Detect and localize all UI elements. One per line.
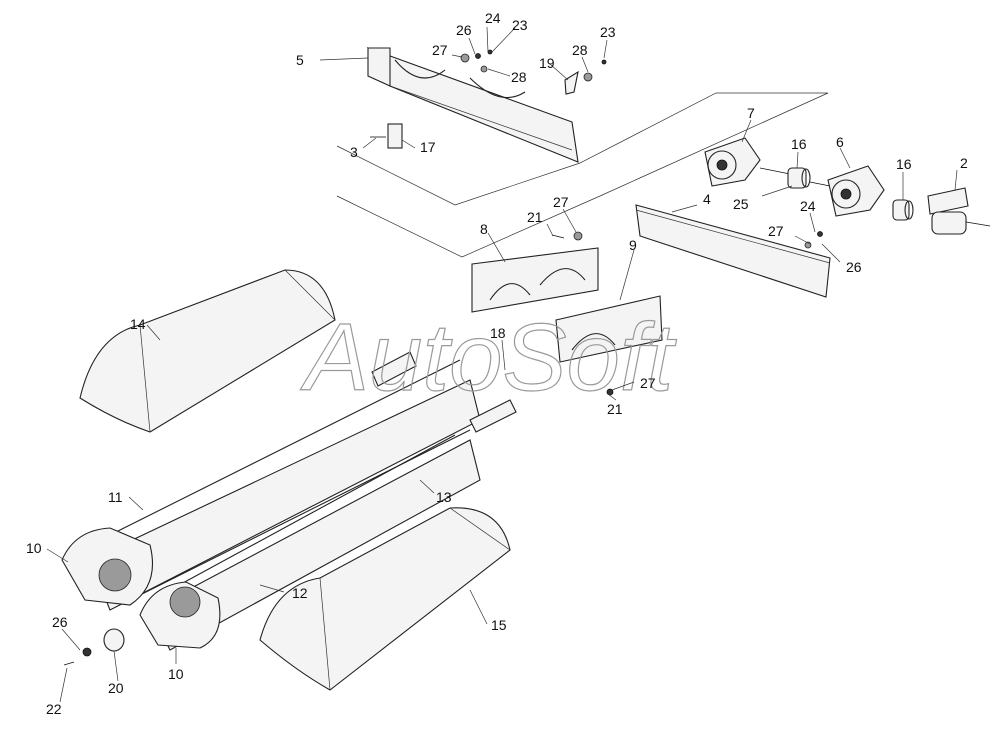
callout-14: 14 xyxy=(130,316,146,332)
cradle-9 xyxy=(555,295,663,363)
callout-2: 2 xyxy=(960,155,968,171)
trough-cover-15 xyxy=(259,507,511,691)
bracket-2 xyxy=(927,187,991,235)
callout-18: 18 xyxy=(490,325,506,341)
callout-24-top: 24 xyxy=(485,10,501,26)
callout-19: 19 xyxy=(539,55,555,71)
cover-strip-4 xyxy=(635,204,831,298)
callout-23-right: 23 xyxy=(600,24,616,40)
leader-lines xyxy=(46,26,958,703)
callout-23-left: 23 xyxy=(512,17,528,33)
callout-24-right: 24 xyxy=(800,198,816,214)
callout-16-right: 16 xyxy=(896,156,912,172)
callout-27-right: 27 xyxy=(768,223,784,239)
callout-10-upper: 10 xyxy=(26,540,42,556)
gearbox-6 xyxy=(809,165,885,217)
callout-10-lower: 10 xyxy=(168,666,184,682)
end-plate-10-upper xyxy=(61,527,154,606)
end-plate-10-lower xyxy=(139,581,221,649)
callout-20: 20 xyxy=(108,680,124,696)
callout-22: 22 xyxy=(46,701,62,717)
callout-11: 11 xyxy=(108,489,123,505)
trough-cover-14 xyxy=(79,269,336,433)
callout-17: 17 xyxy=(420,139,436,155)
gearbox-7 xyxy=(704,137,791,187)
callout-3: 3 xyxy=(350,144,358,160)
callout-28-right: 28 xyxy=(572,42,588,58)
bearing-16-left xyxy=(787,167,811,189)
cap-20 xyxy=(103,628,125,652)
watermark: AutoSoft xyxy=(300,304,677,411)
callout-13: 13 xyxy=(436,489,452,505)
callout-9: 9 xyxy=(629,237,637,253)
callout-7: 7 xyxy=(747,105,755,121)
callout-6: 6 xyxy=(836,134,844,150)
callout-28-left: 28 xyxy=(511,69,527,85)
flap-18 xyxy=(371,351,517,433)
callout-4: 4 xyxy=(703,191,711,207)
callout-8: 8 xyxy=(480,221,488,237)
small-parts-bottom xyxy=(63,628,125,666)
cradle-8 xyxy=(471,247,599,313)
bracket-17 xyxy=(387,123,403,149)
clip-19 xyxy=(564,70,579,95)
callout-5: 5 xyxy=(296,52,304,68)
callout-26-bottom: 26 xyxy=(52,614,68,630)
callout-12: 12 xyxy=(292,585,308,601)
callout-26-right: 26 xyxy=(846,259,862,275)
callout-labels: 2 3 4 5 6 7 8 9 10 10 11 12 13 14 15 16 … xyxy=(26,10,968,717)
bearing-16-right xyxy=(892,199,914,221)
callout-15: 15 xyxy=(491,617,507,633)
callout-25: 25 xyxy=(733,196,749,212)
callout-26-top: 26 xyxy=(456,22,472,38)
fasteners xyxy=(551,231,823,396)
callout-21-lower: 21 xyxy=(607,401,623,417)
callout-21-upper: 21 xyxy=(527,209,543,225)
callout-16-left: 16 xyxy=(791,136,807,152)
callout-27-lower: 27 xyxy=(640,375,656,391)
callout-27-mid: 27 xyxy=(553,194,569,210)
callout-27-top: 27 xyxy=(432,42,448,58)
